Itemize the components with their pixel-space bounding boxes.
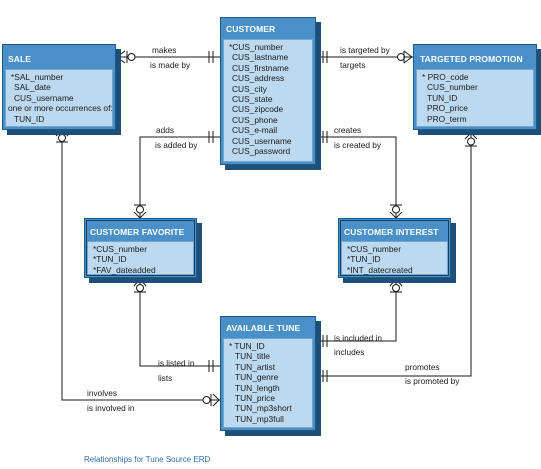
entity-customer-favorite-title: CUSTOMER FAVORITE bbox=[90, 227, 185, 237]
entity-customer[interactable]: CUSTOMER *CUS_number CUS_lastname CUS_fi… bbox=[220, 17, 321, 170]
rel-label-is-promoted-by: is promoted by bbox=[405, 376, 460, 386]
attribute: * PRO_code bbox=[422, 72, 469, 82]
entity-customer-interest-attributes: *CUS_number *TUN_ID *INT_datecreated bbox=[341, 241, 448, 275]
attribute: CUS_username bbox=[14, 92, 74, 103]
attribute: TUN_mp3full bbox=[235, 413, 284, 424]
rel-label-is-created-by: is created by bbox=[334, 140, 382, 150]
attribute: TUN_title bbox=[235, 351, 270, 362]
entity-customer-title: CUSTOMER bbox=[226, 24, 276, 34]
rel-label-involves: involves bbox=[87, 388, 117, 398]
attribute: * TUN_ID bbox=[229, 341, 265, 351]
entity-customer-favorite-attributes: *CUS_number *TUN_ID *FAV_dateadded bbox=[87, 241, 194, 275]
attribute: *SAL_number bbox=[11, 72, 64, 82]
attribute: TUN_ID bbox=[14, 113, 45, 124]
rel-label-targets: targets bbox=[340, 60, 366, 70]
attribute: TUN_artist bbox=[235, 361, 276, 372]
rel-label-is-included-in: is included in bbox=[334, 333, 382, 343]
connector-customer-interest bbox=[316, 131, 403, 219]
connector-tune-interest bbox=[316, 278, 403, 347]
attribute: *CUS_number bbox=[93, 244, 147, 254]
attribute: TUN_price bbox=[235, 393, 276, 404]
rel-label-includes: includes bbox=[334, 347, 365, 357]
attribute: CUS_e-mail bbox=[232, 125, 278, 136]
figure-caption: Relationships for Tune Source ERD bbox=[84, 455, 211, 464]
connector-customer-promotion bbox=[316, 50, 413, 64]
entity-targeted-promotion-attributes: * PRO_code CUS_number TUN_ID PRO_price P… bbox=[416, 69, 534, 127]
attribute: PRO_price bbox=[427, 103, 468, 114]
entity-available-tune-attributes: * TUN_ID TUN_title TUN_artist TUN_genre … bbox=[223, 338, 313, 428]
attribute: CUS_lastname bbox=[232, 52, 289, 63]
rel-label-makes: makes bbox=[152, 45, 177, 55]
entity-sale-title: SALE bbox=[8, 54, 32, 64]
entity-targeted-promotion-title: TARGETED PROMOTION bbox=[420, 54, 523, 64]
attribute: TUN_length bbox=[235, 382, 280, 393]
attribute: *CUS_number bbox=[347, 244, 401, 254]
attribute: CUS_state bbox=[232, 94, 273, 105]
rel-label-is-made-by: is made by bbox=[150, 60, 191, 70]
rel-label-is-added-by: is added by bbox=[155, 140, 198, 150]
entity-customer-interest-title: CUSTOMER INTEREST bbox=[344, 227, 439, 237]
attribute: CUS_phone bbox=[232, 114, 278, 125]
connector-tune-promotion bbox=[316, 132, 478, 382]
rel-label-is-listed-in: is listed in bbox=[158, 358, 195, 368]
attribute: *FAV_dateadded bbox=[93, 264, 156, 275]
entity-available-tune[interactable]: AVAILABLE TUNE * TUN_ID TUN_title TUN_ar… bbox=[220, 316, 321, 436]
attribute: *INT_datecreated bbox=[347, 264, 413, 275]
entity-customer-attributes: *CUS_number CUS_lastname CUS_firstname C… bbox=[223, 39, 313, 162]
rel-label-lists: lists bbox=[158, 373, 173, 383]
attribute: CUS_zipcode bbox=[232, 104, 284, 115]
attribute: TUN_mp3short bbox=[235, 403, 292, 414]
rel-label-adds: adds bbox=[156, 125, 174, 135]
attribute: TUN_genre bbox=[235, 372, 279, 383]
attribute: SAL_date bbox=[14, 82, 51, 93]
attribute: TUN_ID bbox=[427, 92, 458, 103]
rel-label-promotes: promotes bbox=[405, 362, 440, 372]
attribute: CUS_username bbox=[232, 135, 292, 146]
entity-available-tune-title: AVAILABLE TUNE bbox=[226, 323, 301, 333]
attribute: CUS_password bbox=[232, 146, 291, 157]
attribute: CUS_city bbox=[232, 83, 267, 94]
attribute: PRO_term bbox=[427, 113, 467, 124]
rel-label-is-involved-in: is involved in bbox=[87, 403, 135, 413]
attribute: *TUN_ID bbox=[93, 254, 127, 265]
attribute: *TUN_ID bbox=[347, 254, 381, 265]
rel-label-is-targeted-by: is targeted by bbox=[340, 45, 390, 55]
attribute: one or more occurrences of: bbox=[8, 103, 113, 114]
entity-targeted-promotion[interactable]: TARGETED PROMOTION * PRO_code CUS_number… bbox=[413, 44, 541, 135]
connector-customer-favorite bbox=[133, 131, 220, 219]
entity-customer-favorite[interactable]: CUSTOMER FAVORITE *CUS_number *TUN_ID *F… bbox=[84, 218, 202, 283]
attribute: CUS_address bbox=[232, 73, 285, 84]
entity-customer-interest[interactable]: CUSTOMER INTEREST *CUS_number *TUN_ID *I… bbox=[338, 218, 456, 283]
attribute: CUS_number bbox=[427, 82, 478, 93]
entity-sale-attributes: *SAL_number SAL_date CUS_username one or… bbox=[5, 69, 113, 127]
attribute: *CUS_number bbox=[229, 42, 283, 52]
attribute: CUS_firstname bbox=[232, 62, 289, 73]
entity-sale[interactable]: SALE *SAL_number SAL_date CUS_username o… bbox=[2, 44, 121, 135]
rel-label-creates: creates bbox=[334, 125, 362, 135]
